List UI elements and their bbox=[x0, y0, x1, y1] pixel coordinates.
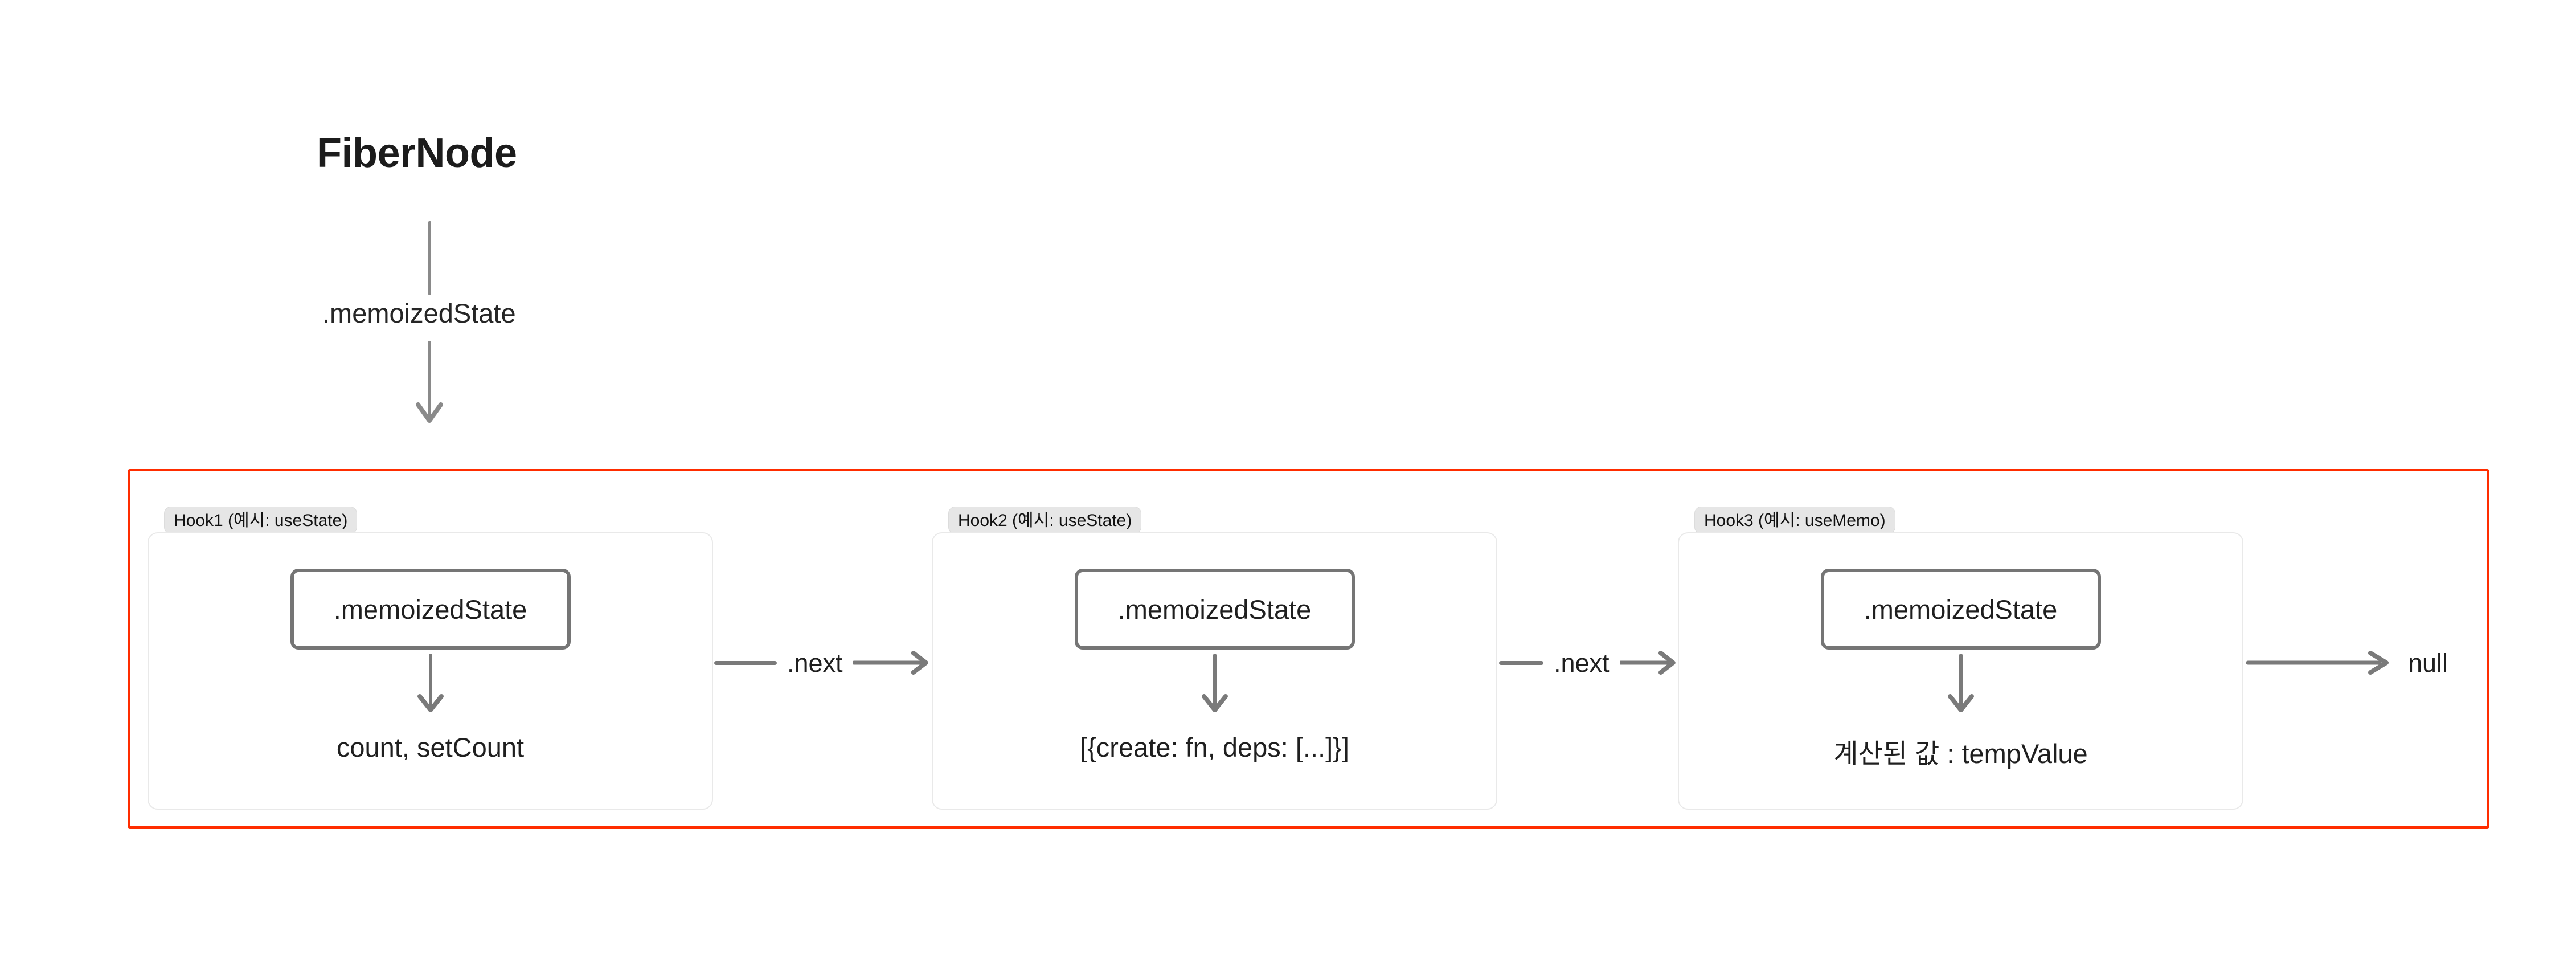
hook-2-down-arrow-icon bbox=[1199, 654, 1231, 720]
root-stem-upper-line bbox=[428, 221, 431, 295]
hook-3-memoizedstate-box: .memoizedState bbox=[1820, 569, 2101, 650]
next-connector-2-label: .next bbox=[1554, 648, 1610, 678]
hook-card-2: .memoizedState [{create: fn, deps: [...]… bbox=[932, 532, 1497, 810]
hooks-linked-list-container: Hook1 (예시: useState) Hook2 (예시: useState… bbox=[128, 469, 2489, 829]
hook-card-1: .memoizedState count, setCount bbox=[148, 532, 713, 810]
hook-3-down-arrow-icon bbox=[1945, 654, 1977, 720]
null-arrow-icon bbox=[2246, 650, 2392, 676]
next-connector-1: .next bbox=[714, 643, 931, 683]
next-connector-2: .next bbox=[1499, 643, 1677, 683]
fibernode-title: FiberNode bbox=[317, 130, 517, 176]
next-connector-2-line-left bbox=[1499, 660, 1543, 665]
hook-2-value: [{create: fn, deps: [...]}] bbox=[1080, 732, 1349, 762]
next-connector-1-arrow-icon bbox=[853, 650, 931, 676]
root-stem-lower-arrow bbox=[413, 341, 445, 432]
hook-1-memoizedstate-box: .memoizedState bbox=[290, 569, 571, 650]
hook-card-3: .memoizedState 계산된 값 : tempValue bbox=[1678, 532, 2243, 810]
hook-2-memoizedstate-box: .memoizedState bbox=[1074, 569, 1355, 650]
hook-1-down-arrow-icon bbox=[415, 654, 447, 720]
hook-1-value: count, setCount bbox=[336, 732, 525, 762]
next-connector-2-arrow-icon bbox=[1620, 650, 1677, 676]
next-connector-1-label: .next bbox=[787, 648, 843, 678]
null-terminator-connector: null bbox=[2246, 643, 2448, 683]
null-label: null bbox=[2408, 648, 2448, 678]
next-connector-1-line-left bbox=[714, 660, 777, 665]
root-memoizedstate-label: .memoizedState bbox=[322, 298, 516, 328]
hook-3-value: 계산된 값 : tempValue bbox=[1833, 738, 2088, 769]
hook-badge-2: Hook2 (예시: useState) bbox=[948, 507, 1142, 534]
hook-badge-1: Hook1 (예시: useState) bbox=[164, 507, 358, 534]
hook-badge-3: Hook3 (예시: useMemo) bbox=[1694, 507, 1895, 534]
